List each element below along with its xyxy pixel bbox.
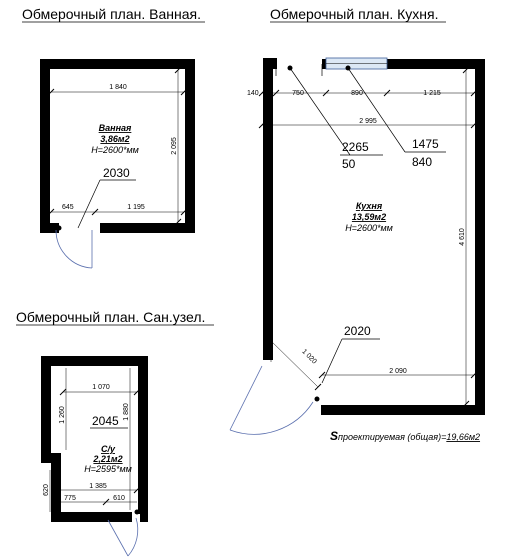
total-area-value: 19,66м2: [446, 432, 480, 442]
kitchen-callout-a-leader: [289, 67, 351, 156]
bath-plan: 1 840 2 095 645 1 195 Ванная 3,86м2 H=26…: [40, 59, 195, 269]
wc-name: С/у: [101, 444, 116, 454]
dim-tick: [462, 400, 470, 408]
kitchen-callout-door: 2020: [344, 324, 371, 338]
dim-tick: [47, 88, 55, 96]
kitchen-dim-width: 2 995: [359, 118, 377, 125]
dim-tick: [174, 218, 182, 226]
kitchen-callout-a-top: 2265: [342, 140, 369, 154]
title-wc: Обмерочный план. Сан.узел.: [16, 309, 205, 325]
kitchen-wall-right: [321, 59, 485, 415]
dim-tick: [91, 208, 99, 216]
total-area-text: Sпроектируемая (общая)=19,66м2: [330, 429, 480, 443]
kitchen-dim-top-a: 140: [247, 90, 259, 97]
bath-callout-leader: [77, 179, 101, 229]
dim-tick: [174, 66, 182, 74]
dim-tick: [314, 383, 322, 391]
bath-door-hinge: [56, 225, 62, 231]
bath-dim-bottom-left: 645: [62, 204, 74, 211]
dim-tick: [52, 486, 60, 494]
dim-tick: [133, 486, 141, 494]
dim-tick: [383, 89, 391, 97]
dim-tick: [180, 208, 188, 216]
wc-wall-stub: [140, 510, 148, 522]
dim-tick: [59, 388, 67, 396]
dim-tick: [470, 371, 478, 379]
bath-door-opening: [60, 224, 100, 232]
wc-door-leaf: [107, 519, 129, 557]
kitchen-dim-bottom: 2 090: [389, 368, 407, 375]
dim-tick: [258, 121, 266, 129]
wc-dim-small: 620: [43, 484, 50, 496]
dim-tick: [470, 121, 478, 129]
wc-dim-bottom-a: 775: [64, 495, 76, 502]
dim-tick: [322, 89, 330, 97]
bath-area: 3,86м2: [100, 134, 129, 144]
kitchen-callout-b-top: 1475: [412, 137, 439, 151]
dim-tick: [258, 89, 266, 97]
title-bath: Обмерочный план. Ванная.: [22, 6, 201, 22]
total-area-label: проектируемая (общая)=: [338, 432, 446, 442]
kitchen-wall-left: [263, 59, 276, 360]
wc-plan: 1 070 1 260 1 880 620 1 385 775 610 С/у …: [41, 356, 148, 557]
kitchen-dim-top-d: 1 215: [423, 90, 441, 97]
wc-dim-bottom-b: 610: [113, 495, 125, 502]
bath-door-swing: [55, 229, 93, 269]
bath-walls: [40, 59, 195, 233]
dim-tick: [318, 371, 326, 379]
kitchen-height: H=2600*мм: [345, 223, 393, 233]
dim-tick: [462, 66, 470, 74]
dim-tick: [264, 334, 272, 342]
kitchen-name: Кухня: [356, 201, 383, 211]
wc-dim-bottom: 1 385: [89, 483, 107, 490]
kitchen-dim-top-c: 890: [351, 90, 363, 97]
dim-tick: [272, 89, 280, 97]
dim-tick: [102, 498, 110, 506]
bath-height: H=2600*мм: [91, 145, 139, 155]
wc-dim-left: 1 260: [59, 406, 66, 424]
kitchen-callout-a-bottom: 50: [342, 157, 356, 171]
wc-door-swing: [127, 517, 139, 557]
bath-dim-top: 1 840: [109, 84, 127, 91]
kitchen-callout-door-leader: [321, 338, 343, 384]
dim-tick: [133, 388, 141, 396]
kitchen-area: 13,59м2: [352, 212, 386, 222]
wc-height: H=2595*мм: [84, 464, 132, 474]
wc-callout: 2045: [92, 414, 119, 428]
dim-tick: [47, 208, 55, 216]
bath-dim-right: 2 095: [171, 137, 178, 155]
wc-area: 2,21м2: [92, 454, 122, 464]
kitchen-pier: [263, 58, 277, 69]
kitchen-callout-b-leader: [347, 67, 406, 153]
total-area: Sпроектируемая (общая)=19,66м2: [330, 429, 480, 443]
bath-dim-bottom-right: 1 195: [127, 204, 145, 211]
kitchen-callout-b-bottom: 840: [412, 155, 432, 169]
total-area-symbol: S: [330, 429, 338, 443]
dim-tick: [180, 88, 188, 96]
kitchen-dim-diag-line: [267, 337, 319, 388]
bath-callout: 2030: [103, 166, 130, 180]
kitchen-plan: 140 750 890 1 215 2 995 4 140 4 610 2 09…: [229, 57, 485, 435]
dim-tick: [470, 89, 478, 97]
kitchen-dim-left: 4 140: [264, 219, 271, 237]
kitchen-dim-diag: 1 020: [300, 348, 317, 365]
wc-dim-top: 1 070: [92, 384, 110, 391]
kitchen-door-hinge: [314, 396, 320, 402]
kitchen-dim-top-b: 750: [292, 90, 304, 97]
kitchen-door-leaf: [229, 365, 263, 431]
kitchen-door-swing: [229, 401, 314, 435]
bath-name: Ванная: [99, 123, 132, 133]
kitchen-dim-right: 4 610: [459, 228, 466, 246]
wc-dim-right: 1 880: [123, 403, 130, 421]
wc-door-hinge: [134, 509, 140, 515]
title-kitchen: Обмерочный план. Кухня.: [270, 6, 438, 22]
